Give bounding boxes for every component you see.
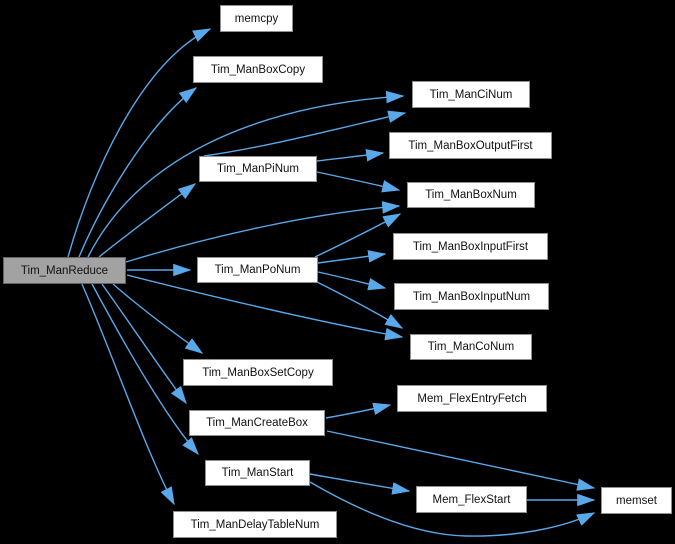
node-tim-manboxcopy[interactable]: Tim_ManBoxCopy [193,56,323,83]
edge-tim-manreduce-to-tim-manconum [126,274,404,341]
node-mem-flexentryfetch[interactable]: Mem_FlexEntryFetch [397,385,547,412]
node-memset[interactable]: memset [601,487,672,514]
edge-tim-manponum-to-tim-manboxinputfirst [317,250,387,264]
edge-tim-manreduce-to-tim-mancreatebox [101,283,187,405]
node-tim-manboxoutputfirst[interactable]: Tim_ManBoxOutputFirst [389,132,552,159]
node-tim-manreduce: Tim_ManReduce [3,257,126,284]
edge-tim-manreduce-to-tim-manstart [91,283,199,456]
edge-tim-manstart-to-memset [309,481,596,537]
edge-tim-manpinum-to-tim-manboxnum [316,171,401,193]
edge-tim-mancreatebox-to-memset [326,430,596,491]
node-tim-manconum[interactable]: Tim_ManCoNum [410,334,532,360]
node-tim-manboxnum[interactable]: Tim_ManBoxNum [407,182,535,208]
node-tim-manponum[interactable]: Tim_ManPoNum [197,257,318,283]
edge-tim-manreduce-to-tim-manboxsetcopy [112,283,204,354]
edge-tim-manreduce-to-tim-manpinum [98,183,197,258]
edge-tim-manreduce-to-tim-mancinum [87,90,405,258]
node-tim-manboxinputnum[interactable]: Tim_ManBoxInputNum [394,283,549,310]
node-tim-manboxsetcopy[interactable]: Tim_ManBoxSetCopy [183,359,333,386]
edge-tim-manponum-to-tim-manboxinputnum [317,271,387,291]
edge-tim-mancreatebox-to-mem-flexentryfetch [325,402,392,419]
edge-tim-manreduce-to-tim-manboxcopy [78,87,198,258]
edge-tim-manpinum-to-tim-mancinum [203,110,407,157]
node-tim-mancinum[interactable]: Tim_ManCiNum [412,81,530,108]
node-tim-manpinum[interactable]: Tim_ManPiNum [199,156,317,182]
edge-tim-manreduce-to-tim-mandelaytablenum [81,283,175,506]
edge-tim-manpinum-to-tim-manboxoutputfirst [316,149,385,162]
edge-tim-manreduce-to-tim-manboxnum [125,201,401,263]
node-tim-manboxinputfirst[interactable]: Tim_ManBoxInputFirst [393,233,548,260]
node-memcpy[interactable]: memcpy [220,5,293,32]
node-tim-mandelaytablenum[interactable]: Tim_ManDelayTableNum [173,511,337,538]
node-tim-manstart[interactable]: Tim_ManStart [205,460,310,486]
edge-tim-manreduce-to-memcpy [67,28,212,258]
edge-tim-manponum-to-tim-manboxnum [314,213,402,258]
node-tim-mancreatebox[interactable]: Tim_ManCreateBox [189,410,325,436]
edge-tim-manponum-to-tim-manconum [316,281,404,329]
edge-tim-manstart-to-mem-flexstart [309,473,411,495]
node-mem-flexstart[interactable]: Mem_FlexStart [416,486,527,513]
